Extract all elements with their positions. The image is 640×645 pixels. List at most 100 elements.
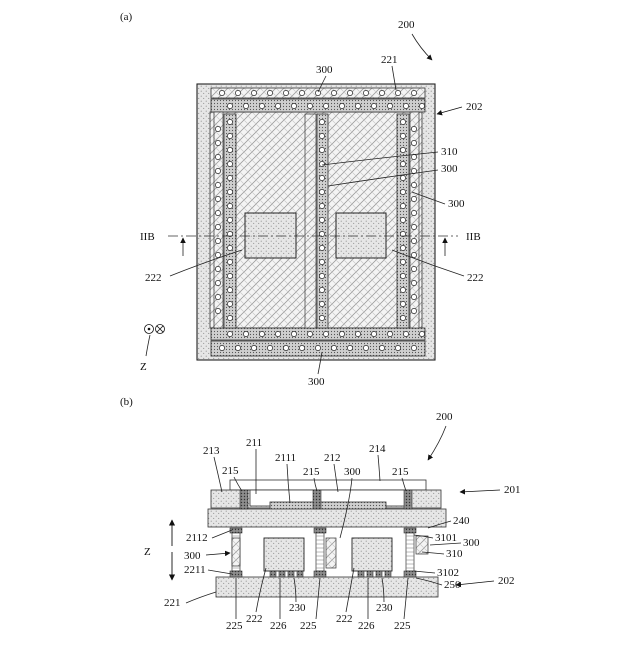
label-300-bottom: 300 xyxy=(308,376,325,388)
post-215-center xyxy=(313,490,321,509)
label-230-a: 230 xyxy=(289,602,306,614)
label-221-b: 221 xyxy=(164,597,181,609)
via-hole xyxy=(315,345,320,350)
chip-222-right xyxy=(336,213,386,258)
via-hole xyxy=(291,331,296,336)
via-hole xyxy=(400,133,405,138)
lead-221-b xyxy=(186,592,216,603)
via-hole xyxy=(347,345,352,350)
via-hole xyxy=(411,224,416,229)
via-hole xyxy=(215,252,220,257)
post-215-right xyxy=(404,490,412,509)
label-225-c: 225 xyxy=(394,620,411,632)
via-hole xyxy=(319,175,324,180)
axis-z-symbol xyxy=(145,325,165,357)
via-hole xyxy=(411,154,416,159)
via-hole xyxy=(219,90,224,95)
via-hole xyxy=(400,161,405,166)
via-hole xyxy=(371,331,376,336)
via-hole xyxy=(215,210,220,215)
via-hole xyxy=(243,103,248,108)
component-300-right xyxy=(416,536,428,554)
via-hole xyxy=(251,345,256,350)
label-300-right-b: 300 xyxy=(448,198,465,210)
via-hole xyxy=(411,266,416,271)
via-hole xyxy=(419,331,424,336)
via-hole xyxy=(215,196,220,201)
via-hole xyxy=(307,331,312,336)
label-211: 211 xyxy=(246,437,262,449)
via-hole xyxy=(227,273,232,278)
via-hole xyxy=(227,175,232,180)
label-2111: 2111 xyxy=(275,452,296,464)
via-hole xyxy=(400,217,405,222)
via-hole xyxy=(387,331,392,336)
via-hole xyxy=(319,161,324,166)
via-hole xyxy=(403,331,408,336)
via-hole xyxy=(339,103,344,108)
label-215-a: 215 xyxy=(222,465,239,477)
label-225-a: 225 xyxy=(226,620,243,632)
via-hole xyxy=(227,259,232,264)
substrate-201 xyxy=(208,509,446,527)
via-hole xyxy=(411,252,416,257)
via-hole xyxy=(411,196,416,201)
section-label-left: IIB xyxy=(140,231,155,243)
via-hole xyxy=(411,126,416,131)
via-hole xyxy=(400,175,405,180)
label-226-a: 226 xyxy=(270,620,287,632)
via-hole xyxy=(319,189,324,194)
label-300-top-b: 300 xyxy=(344,466,361,478)
via-hole xyxy=(400,189,405,194)
label-3102: 3102 xyxy=(437,567,459,579)
via-hole xyxy=(411,140,416,145)
via-hole xyxy=(227,331,232,336)
via-hole xyxy=(227,287,232,292)
via-hole xyxy=(319,133,324,138)
via-hole xyxy=(215,182,220,187)
via-hole xyxy=(411,210,416,215)
via-hole xyxy=(299,90,304,95)
label-201: 201 xyxy=(504,484,521,496)
via-hole xyxy=(400,287,405,292)
via-hole xyxy=(227,147,232,152)
label-3101: 3101 xyxy=(435,532,457,544)
via-hole xyxy=(215,308,220,313)
lead-213 xyxy=(214,457,222,492)
label-230-b: 230 xyxy=(376,602,393,614)
via-hole xyxy=(400,119,405,124)
via-hole xyxy=(339,331,344,336)
via-hole xyxy=(267,90,272,95)
via-hole xyxy=(319,259,324,264)
via-hole xyxy=(215,140,220,145)
via-hole xyxy=(227,217,232,222)
via-hole xyxy=(235,345,240,350)
via-hole xyxy=(331,90,336,95)
via-hole xyxy=(323,331,328,336)
via-hole xyxy=(291,103,296,108)
via-hole xyxy=(215,224,220,229)
label-202-b: 202 xyxy=(498,575,515,587)
via-hole xyxy=(227,301,232,306)
via-hole xyxy=(403,103,408,108)
via-hole xyxy=(215,154,220,159)
axis-z-label-b: Z xyxy=(144,546,151,558)
via-hole xyxy=(243,331,248,336)
via-hole xyxy=(227,103,232,108)
center-strip xyxy=(305,114,316,328)
via-hole xyxy=(400,245,405,250)
via-hole xyxy=(259,331,264,336)
via-hole xyxy=(400,147,405,152)
via-hole xyxy=(347,90,352,95)
via-hole xyxy=(411,238,416,243)
label-212: 212 xyxy=(324,452,341,464)
via-hole xyxy=(299,345,304,350)
lead-2211 xyxy=(208,570,232,574)
via-hole xyxy=(215,126,220,131)
component-300-center xyxy=(326,538,336,568)
substrate-202-b xyxy=(216,577,438,597)
via-hole xyxy=(259,103,264,108)
via-hole xyxy=(379,345,384,350)
bump xyxy=(367,571,373,577)
via-hole xyxy=(307,103,312,108)
